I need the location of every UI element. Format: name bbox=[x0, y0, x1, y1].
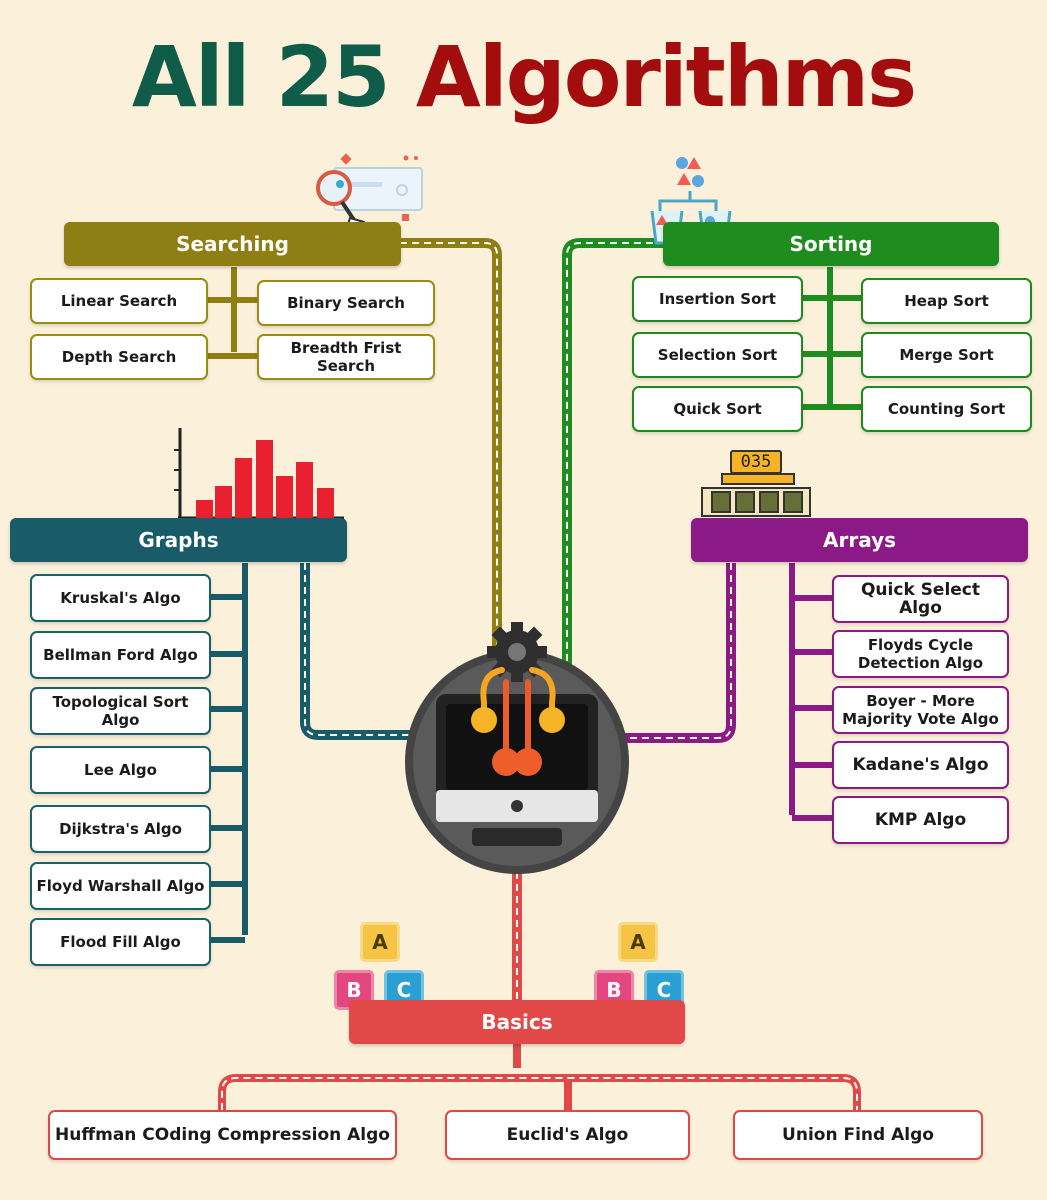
title-part-1: All 25 bbox=[131, 28, 391, 126]
node-floyd-warshall-algo: Floyd Warshall Algo bbox=[30, 862, 211, 910]
magnifier-over-screen-icon bbox=[316, 153, 423, 259]
header-arrays: Arrays bbox=[691, 518, 1028, 562]
node-quick-sort: Quick Sort bbox=[632, 386, 803, 432]
node-floyds-cycle-detection-algo: Floyds Cycle Detection Algo bbox=[832, 630, 1009, 678]
page-title: All 25 Algorithms bbox=[0, 22, 1047, 132]
node-bellman-ford-algo: Bellman Ford Algo bbox=[30, 631, 211, 679]
counter-display: 035 bbox=[730, 450, 782, 474]
header-graphs: Graphs bbox=[10, 518, 347, 562]
node-kruskals-algo: Kruskal's Algo bbox=[30, 574, 211, 622]
node-kmp-algo: KMP Algo bbox=[832, 796, 1009, 844]
node-insertion-sort: Insertion Sort bbox=[632, 276, 803, 322]
header-searching: Searching bbox=[64, 222, 401, 266]
node-kadanes-algo: Kadane's Algo bbox=[832, 741, 1009, 789]
counter-boxes-icon bbox=[701, 473, 811, 517]
node-binary-search: Binary Search bbox=[257, 280, 435, 326]
node-dijkstras-algo: Dijkstra's Algo bbox=[30, 805, 211, 853]
node-breadth-first-search: Breadth Frist Search bbox=[257, 334, 435, 380]
node-euclids-algo: Euclid's Algo bbox=[445, 1110, 690, 1160]
title-part-2: Algorithms bbox=[415, 28, 917, 126]
computer-algorithm-icon bbox=[405, 622, 629, 874]
node-huffman-coding-algo: Huffman COding Compression Algo bbox=[48, 1110, 397, 1160]
bar-chart-icon bbox=[174, 428, 344, 520]
block-a-left: A bbox=[360, 922, 400, 962]
header-sorting: Sorting bbox=[663, 222, 999, 266]
node-heap-sort: Heap Sort bbox=[861, 278, 1032, 324]
header-basics: Basics bbox=[349, 1000, 685, 1044]
node-linear-search: Linear Search bbox=[30, 278, 208, 324]
node-flood-fill-algo: Flood Fill Algo bbox=[30, 918, 211, 966]
node-union-find-algo: Union Find Algo bbox=[733, 1110, 983, 1160]
node-topological-sort-algo: Topological Sort Algo bbox=[30, 687, 211, 735]
node-counting-sort: Counting Sort bbox=[861, 386, 1032, 432]
node-selection-sort: Selection Sort bbox=[632, 332, 803, 378]
node-merge-sort: Merge Sort bbox=[861, 332, 1032, 378]
node-quick-select-algo: Quick Select Algo bbox=[832, 575, 1009, 623]
node-depth-search: Depth Search bbox=[30, 334, 208, 380]
block-a-right: A bbox=[618, 922, 658, 962]
node-boyer-moore-majority-vote-algo: Boyer - More Majority Vote Algo bbox=[832, 686, 1009, 734]
node-lee-algo: Lee Algo bbox=[30, 746, 211, 794]
